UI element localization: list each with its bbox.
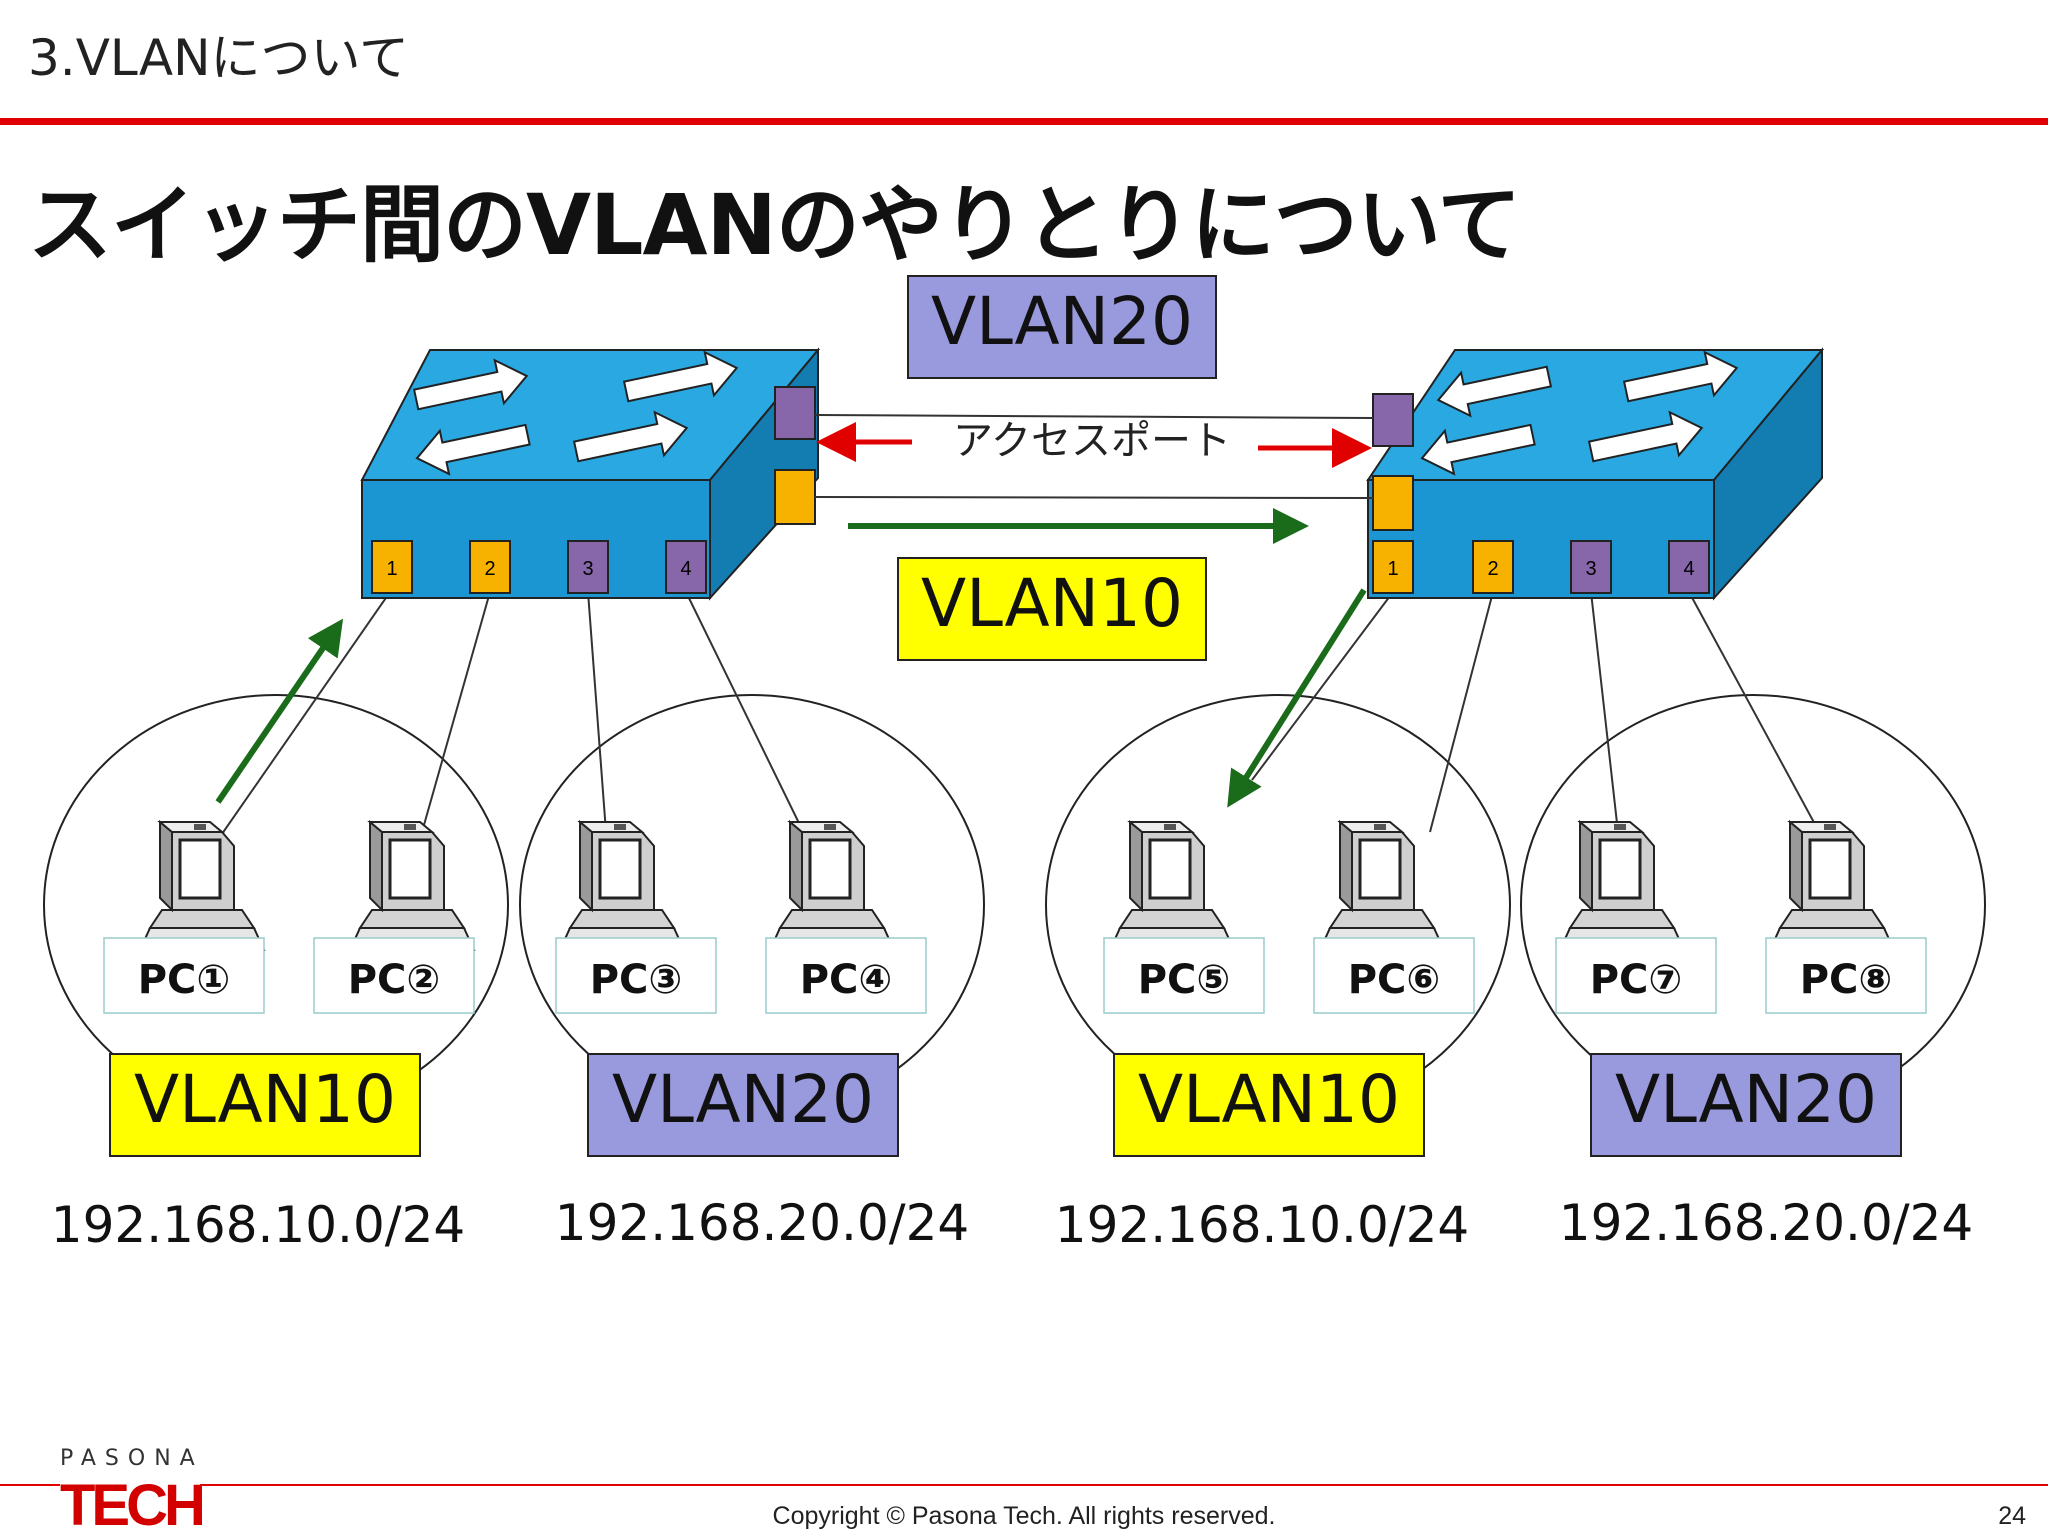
switch-port <box>371 540 413 594</box>
footer-divider <box>200 1484 2048 1486</box>
pc-icon <box>348 820 476 952</box>
vlan-label: VLAN10 <box>1138 1061 1400 1138</box>
subnet-label: 192.168.20.0/24 <box>1559 1194 1973 1252</box>
port-label: 3 <box>582 558 593 580</box>
switch-port <box>469 540 511 594</box>
switch-right: 1 2 3 4 <box>1366 347 1825 601</box>
pc-label-box <box>555 937 717 1014</box>
vlan-label: VLAN10 <box>134 1061 396 1138</box>
trunk-vlan10-badge <box>897 557 1207 661</box>
subnet-label: 192.168.10.0/24 <box>1055 1196 1469 1254</box>
trunk-port-vlan20 <box>1372 393 1414 447</box>
pc-icon <box>768 820 896 952</box>
pc-label-box <box>313 937 475 1014</box>
pc-icon <box>138 820 266 952</box>
pc-label-box <box>1555 937 1717 1014</box>
access-port-label: アクセスポート <box>953 418 1231 464</box>
pc-label-box <box>1313 937 1475 1014</box>
trunk-port-vlan10 <box>1372 475 1414 531</box>
pc-icon <box>1558 820 1686 952</box>
port-label: 1 <box>1387 558 1398 580</box>
switch-port <box>1372 540 1414 594</box>
port-label: 1 <box>386 558 397 580</box>
vlan-badge <box>1590 1053 1902 1157</box>
pc-label-box <box>103 937 265 1014</box>
trunk-vlan10-label: VLAN10 <box>921 565 1183 642</box>
switch-port <box>1472 540 1514 594</box>
subnet-label: 192.168.10.0/24 <box>51 1196 465 1254</box>
trunk-vlan20-label: VLAN20 <box>931 283 1193 360</box>
vlan-badge <box>1113 1053 1425 1157</box>
vlan10-flow-arrow <box>1227 588 1367 808</box>
subnet-label: 192.168.20.0/24 <box>555 1194 969 1252</box>
switch-left: 1 2 3 4 <box>360 347 821 601</box>
vlan-badge <box>587 1053 899 1157</box>
pc-icon <box>558 820 686 952</box>
logo-top-text: PASONA <box>60 1446 204 1471</box>
pc-label-box <box>765 937 927 1014</box>
pc-label: PC① <box>138 957 231 1003</box>
pc-label: PC⑤ <box>1138 957 1231 1003</box>
header-divider <box>0 118 2048 125</box>
port-label: 3 <box>1585 558 1596 580</box>
trunk-port-vlan10 <box>774 469 816 525</box>
footer-divider <box>0 1484 60 1486</box>
page-number: 24 <box>1998 1502 2026 1530</box>
page-title: スイッチ間のVLANのやりとりについて <box>28 176 1521 274</box>
pc-label: PC⑥ <box>1348 957 1441 1003</box>
pc-label: PC② <box>348 957 441 1003</box>
copyright-text: Copyright © Pasona Tech. All rights rese… <box>772 1502 1276 1530</box>
pc-icon <box>1768 820 1896 952</box>
pc-icon <box>1108 820 1236 952</box>
pc-label: PC③ <box>590 957 683 1003</box>
vlan10-flow-arrow <box>215 618 344 804</box>
trunk-vlan20-badge <box>907 275 1217 379</box>
port-label: 4 <box>1683 558 1694 580</box>
switch-port <box>665 540 707 594</box>
pc-label: PC④ <box>800 957 893 1003</box>
port-label: 2 <box>484 558 495 580</box>
logo-main-text: TECH <box>60 1473 206 1538</box>
vlan-label: VLAN20 <box>612 1061 874 1138</box>
pc-label: PC⑧ <box>1800 957 1893 1003</box>
port-label: 2 <box>1487 558 1498 580</box>
trunk-port-vlan20 <box>774 386 816 440</box>
pc-icon <box>1318 820 1446 952</box>
pc-label-box <box>1103 937 1265 1014</box>
pc-label-box <box>1765 937 1927 1014</box>
switch-port <box>1668 540 1710 594</box>
port-label: 4 <box>680 558 691 580</box>
pc-label: PC⑦ <box>1590 957 1683 1003</box>
switch-port <box>567 540 609 594</box>
trunk-links <box>814 414 1374 499</box>
switch-port <box>1570 540 1612 594</box>
section-title: 3.VLANについて <box>28 29 410 87</box>
vlan-label: VLAN20 <box>1615 1061 1877 1138</box>
group-circle <box>1045 694 1511 1116</box>
vlan-badge <box>109 1053 421 1157</box>
